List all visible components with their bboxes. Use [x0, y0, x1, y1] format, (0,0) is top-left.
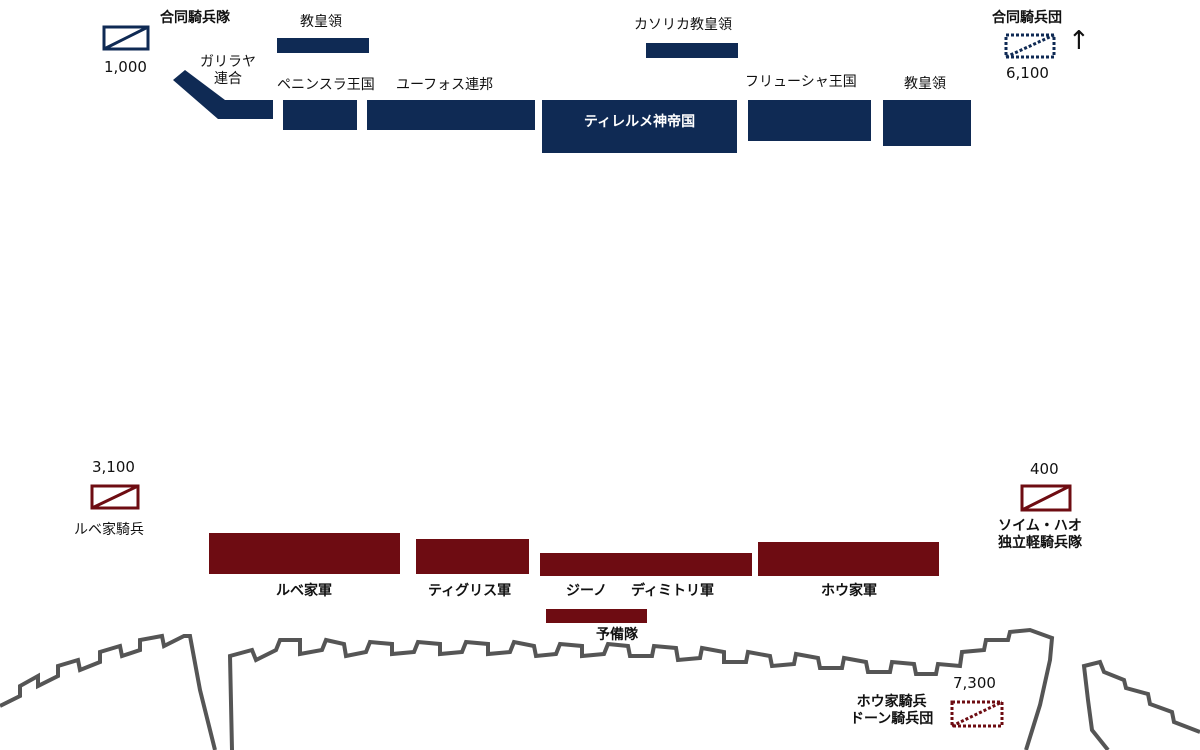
rube-army-label: ルベ家軍: [276, 583, 332, 599]
cavalry-icon-right-top: [1004, 33, 1056, 59]
tirelme-label: ティレルメ神帝国: [583, 114, 696, 130]
euphos-block: [367, 100, 535, 130]
hou-cavalry-name: ホウ家騎兵 ドーン騎兵団: [850, 694, 934, 728]
advance-arrow-icon: ↑: [1068, 26, 1090, 56]
euphos-label: ユーフォス連邦: [396, 77, 494, 93]
wall-right: [1081, 659, 1200, 750]
peninsula-label: ペニンスラ王国: [277, 77, 375, 93]
reserve-block: [546, 609, 647, 623]
hou-cavalry-count: 7,300: [953, 674, 996, 692]
galilaya-label: ガリラヤ 連合: [200, 54, 256, 87]
cavalry-icon-rube: [90, 484, 140, 510]
soim-name: ソイム・ハオ 独立軽騎兵隊: [998, 518, 1082, 551]
wall-left: [0, 633, 217, 750]
tigris-label: ティグリス軍: [428, 583, 512, 599]
cavalry-icon-hou: [950, 700, 1004, 728]
catholica-label: カソリカ教皇領: [634, 17, 732, 33]
papal-block-2: [883, 100, 971, 146]
wall-center: [227, 627, 1055, 750]
soim-count: 400: [1030, 460, 1059, 478]
papal-label-2: 教皇領: [904, 76, 946, 92]
left-cavalry-name: 合同騎兵隊: [160, 10, 230, 26]
cavalry-icon-soim: [1020, 484, 1072, 512]
left-cavalry-count: 1,000: [104, 58, 147, 76]
right-cavalry-name: 合同騎兵団: [992, 10, 1062, 26]
tigris-block: [416, 539, 529, 574]
fryusha-label: フリューシャ王国: [745, 74, 857, 90]
papal-label-1: 教皇領: [300, 14, 342, 30]
peninsula-block: [283, 100, 357, 130]
rube-cavalry-name: ルベ家騎兵: [74, 522, 144, 538]
right-cavalry-count: 6,100: [1006, 64, 1049, 82]
tirelme-block: ティレルメ神帝国: [542, 100, 737, 153]
catholica-block: [646, 43, 738, 58]
jino-dimitri-block: [540, 553, 752, 576]
rube-army-block: [209, 533, 400, 574]
fryusha-block: [748, 100, 871, 141]
rube-cavalry-count: 3,100: [92, 458, 135, 476]
papal-block-1: [277, 38, 369, 53]
reserve-label: 予備隊: [596, 627, 638, 643]
hou-army-label: ホウ家軍: [821, 583, 877, 599]
cavalry-icon-left-top: [102, 25, 150, 51]
hou-army-block: [758, 542, 939, 576]
jino-label: ジーノ: [566, 583, 608, 599]
dimitri-label: ディミトリ軍: [631, 583, 715, 599]
